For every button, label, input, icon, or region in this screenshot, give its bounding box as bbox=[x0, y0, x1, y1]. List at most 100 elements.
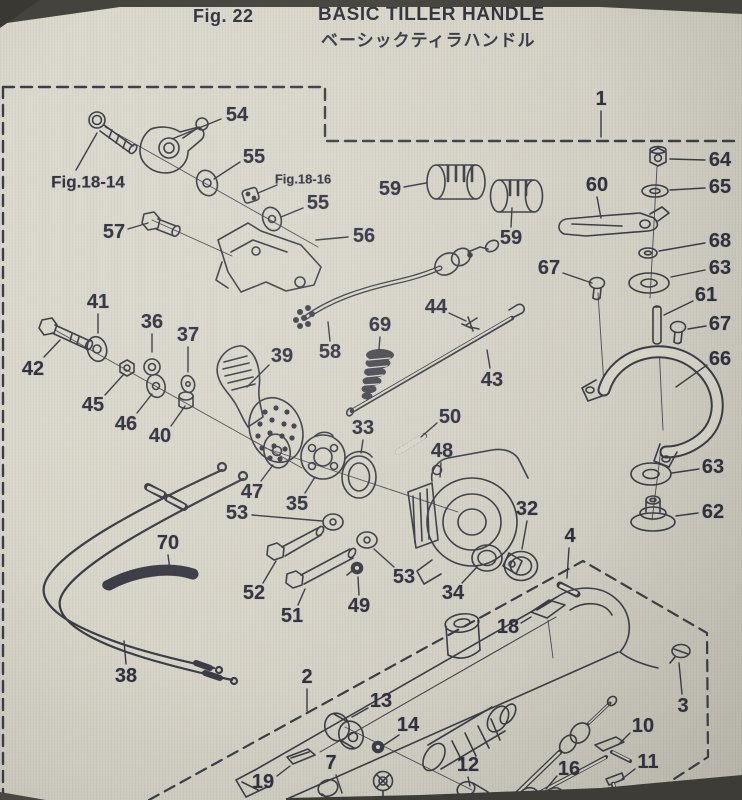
leader-line bbox=[675, 512, 699, 517]
nut-14 bbox=[371, 740, 385, 754]
part-label-36: 36 bbox=[140, 311, 164, 333]
grommet-13 bbox=[323, 712, 365, 750]
leader-line bbox=[510, 207, 513, 228]
part-label-33: 33 bbox=[351, 417, 375, 439]
leader-line bbox=[276, 765, 291, 777]
leader-line bbox=[262, 560, 277, 584]
tiller-handle-body bbox=[235, 587, 659, 800]
leader-line bbox=[357, 576, 360, 596]
part-label-57: 57 bbox=[102, 221, 126, 243]
part-label-55: 55 bbox=[242, 146, 266, 168]
part-label-53: 53 bbox=[225, 502, 249, 524]
leader-line bbox=[658, 242, 706, 252]
part-label-56: 56 bbox=[352, 225, 376, 247]
leader-line bbox=[127, 222, 149, 230]
bolt-52 bbox=[266, 525, 325, 561]
leader-line bbox=[439, 462, 442, 478]
part-label-50: 50 bbox=[438, 406, 462, 428]
leader-line bbox=[257, 184, 278, 194]
leader-line bbox=[383, 734, 400, 746]
part-label-67: 67 bbox=[537, 257, 561, 279]
part-label-54: 54 bbox=[225, 104, 249, 126]
part-label-46: 46 bbox=[114, 413, 138, 435]
washer-55b bbox=[261, 206, 283, 232]
part-label-64: 64 bbox=[708, 149, 732, 171]
part-label-65: 65 bbox=[708, 176, 732, 198]
leader-line bbox=[123, 640, 127, 665]
bolt-51 bbox=[285, 547, 357, 589]
part-label-38: 38 bbox=[114, 665, 138, 687]
part-label-53: 53 bbox=[392, 566, 416, 588]
washer-53a bbox=[322, 513, 344, 531]
leader-line bbox=[304, 476, 316, 494]
knob-59b bbox=[489, 179, 544, 213]
part-label-51: 51 bbox=[280, 605, 304, 627]
retainer-ring-33 bbox=[341, 450, 377, 499]
leader-line bbox=[373, 548, 395, 568]
part-label-67: 67 bbox=[708, 313, 732, 335]
leader-line bbox=[448, 312, 467, 322]
screw-3 bbox=[669, 643, 691, 664]
leader-line bbox=[461, 566, 478, 584]
screw-49 bbox=[346, 561, 364, 576]
pin-4 bbox=[556, 581, 581, 598]
leader-line bbox=[669, 187, 706, 191]
part-label-45: 45 bbox=[81, 394, 105, 416]
rubber-boot-69 bbox=[361, 349, 394, 400]
part-label-1: 1 bbox=[595, 88, 607, 110]
leader-line bbox=[75, 132, 98, 171]
part-label-13: 13 bbox=[369, 690, 393, 712]
part-label-35: 35 bbox=[285, 493, 309, 515]
tilt-rod-assembly bbox=[88, 111, 138, 155]
part-label-68: 68 bbox=[708, 230, 732, 252]
leader-line bbox=[136, 393, 153, 414]
leader-line bbox=[678, 662, 683, 695]
leader-line bbox=[669, 158, 706, 161]
leader-line bbox=[663, 300, 694, 316]
part-label-14: 14 bbox=[396, 714, 420, 736]
steering-bracket-66 bbox=[581, 345, 724, 468]
part-label-70: 70 bbox=[156, 532, 180, 554]
leader-line bbox=[104, 373, 125, 396]
handle-grip bbox=[422, 703, 517, 772]
ring-32 bbox=[503, 550, 539, 582]
spring-50 bbox=[395, 433, 427, 455]
part-label-4: 4 bbox=[564, 525, 576, 547]
leader-line bbox=[315, 236, 349, 241]
bracket-56 bbox=[215, 222, 322, 293]
part-label-58: 58 bbox=[318, 341, 342, 363]
clip-44 bbox=[461, 316, 480, 332]
leader-lines bbox=[43, 110, 708, 794]
leader-line bbox=[521, 520, 528, 550]
leader-line bbox=[562, 272, 593, 284]
leader-line bbox=[486, 349, 491, 369]
bolt-67b bbox=[669, 320, 687, 345]
leader-line bbox=[621, 768, 636, 780]
washer-46 bbox=[146, 373, 166, 399]
part-label-60: 60 bbox=[585, 174, 609, 196]
leader-line bbox=[596, 196, 602, 219]
leader-line bbox=[280, 207, 304, 218]
throttle-cables-38 bbox=[42, 461, 249, 686]
washer-68 bbox=[638, 247, 658, 259]
leader-line bbox=[467, 776, 471, 787]
page-title: BASIC TILLER HANDLE bbox=[318, 4, 545, 25]
leader-line bbox=[43, 339, 61, 358]
figure-reference: Fig.18-14 bbox=[51, 172, 125, 192]
part-label-63: 63 bbox=[708, 257, 732, 279]
washer-65 bbox=[641, 184, 669, 198]
part-label-48: 48 bbox=[430, 440, 454, 462]
part-label-55: 55 bbox=[306, 192, 330, 214]
shift-lever-39 bbox=[216, 345, 304, 464]
leader-line bbox=[403, 182, 427, 188]
figure-number: Fig. 22 bbox=[193, 6, 254, 26]
leader-line bbox=[251, 514, 323, 522]
leader-line bbox=[378, 336, 381, 350]
part-label-69: 69 bbox=[368, 314, 392, 336]
clip-10 bbox=[594, 736, 632, 763]
cable-spring-70 bbox=[102, 564, 199, 591]
part-label-66: 66 bbox=[708, 348, 732, 370]
leader-line bbox=[213, 161, 241, 180]
dashed-boundary-main bbox=[1, 85, 737, 799]
